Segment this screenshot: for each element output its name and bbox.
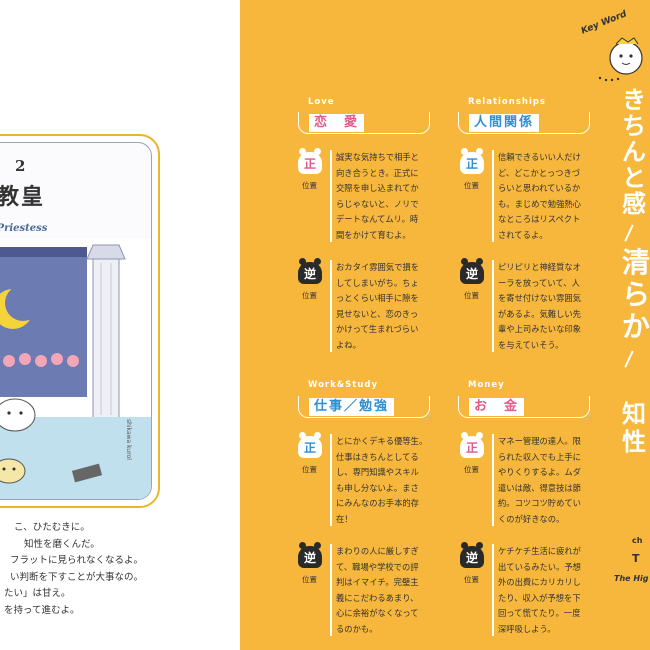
position-label: 位置 xyxy=(464,181,479,190)
slash-divider xyxy=(624,350,634,368)
divider-line xyxy=(492,150,494,242)
upright-mark: 正 xyxy=(298,432,322,458)
key-phrase-char: ち xyxy=(622,112,646,140)
divider-line xyxy=(492,434,494,526)
section-eng-label: Love xyxy=(308,97,335,107)
section-header-work-study: 仕事／勉強 xyxy=(298,396,430,418)
section-eng-label: Work&Study xyxy=(308,380,379,390)
upright-description: 誠実な気持ちで相手と向き合うとき。正式に 交際を申し込まれてからじゃないと、ノリ… xyxy=(336,152,419,240)
position-label: 位置 xyxy=(302,291,317,300)
upright-description: 信頼できるいい人だけど、どこかとっつきづ らいと思われているかも。まじめで勉強熱… xyxy=(498,152,581,240)
position-label: 位置 xyxy=(302,465,317,474)
section-eng-label: Money xyxy=(468,380,505,390)
body-line: フラットに見られなくなるよ。 xyxy=(10,555,144,566)
reversed-mark: 逆 xyxy=(460,258,484,284)
body-line: こ、ひたむきに。 xyxy=(14,522,90,533)
section-header-money: お 金 xyxy=(458,396,590,418)
card-number: 2 xyxy=(15,157,26,175)
section-title: 仕事／勉強 xyxy=(309,397,395,416)
position-label: 位置 xyxy=(464,465,479,474)
divider-line xyxy=(330,150,332,242)
reversed-description: おカタイ雰囲気で損をしてしまいがち。ちょ っとくらい相手に隙を見せないと、恋のき… xyxy=(336,262,419,350)
key-phrase-char: と xyxy=(622,164,646,192)
upright-mark: 正 xyxy=(460,148,484,174)
body-line: い判断を下すことが大事なの。 xyxy=(10,571,144,583)
position-label: 位置 xyxy=(464,575,479,584)
divider-line xyxy=(330,260,332,352)
upright-mark: 正 xyxy=(460,432,484,458)
key-phrase-char: ら xyxy=(622,278,650,311)
key-phrase-char: き xyxy=(622,86,646,114)
divider-line xyxy=(330,434,332,526)
reversed-mark: 逆 xyxy=(298,542,322,568)
body-line: たい」は甘え。 xyxy=(4,588,71,599)
right-page: Key Word き ち ん と 感 清 ら か 知 性 ch T The Hi… xyxy=(240,0,650,650)
body-text: こ、ひたむきに。 知性を磨くんだ。 フラットに見られなくなるよ。 い判断を下すこ… xyxy=(0,520,240,619)
reversed-description: ケチケチ生活に疲れが出ているみたい。予想 外の出費にカリカリしたり、収入が予想を… xyxy=(498,546,581,634)
divider-line xyxy=(330,544,332,636)
body-line: 知性を磨くんだ。 xyxy=(24,538,100,550)
keyword-badge-mascot xyxy=(598,37,643,82)
bottom-caption: ch xyxy=(632,536,643,545)
reversed-description: ピリピリと神経質なオーラを放っていて、人 を寄せ付けない雰囲気があるよ。気難しい… xyxy=(498,262,581,350)
body-line: を持って進むよ。 xyxy=(4,604,80,616)
card-illustration xyxy=(0,239,151,499)
section-title: 恋 愛 xyxy=(309,113,365,132)
reversed-mark: 逆 xyxy=(298,258,322,284)
section-header-love: 恋 愛 xyxy=(298,112,430,134)
reversed-mark: 逆 xyxy=(460,542,484,568)
reversed-description: まわりの人に厳しすぎて、職場や学校での評 判はイマイチ。完璧主義にこだわるあまり… xyxy=(336,546,419,634)
bottom-caption: The Hig xyxy=(614,574,649,583)
card-side-text: shikawa kurol xyxy=(125,419,132,460)
card-title: 教皇 xyxy=(0,184,46,210)
card-subtitle: igh Priestess xyxy=(0,223,48,234)
divider-line xyxy=(492,544,494,636)
key-phrase-char: 知 xyxy=(622,400,646,428)
bottom-caption: T xyxy=(632,552,640,565)
section-title: 人間関係 xyxy=(469,113,540,132)
key-phrase-char: 清 xyxy=(622,246,650,279)
position-label: 位置 xyxy=(464,291,479,300)
tarot-card-frame: 2 教皇 igh Priestess xyxy=(0,142,152,500)
key-phrase-char: か xyxy=(622,310,650,343)
upright-description: マネー管理の達人。限られた収入でも上手に やりくりするよ。ムダ遣いは敵、得意技は… xyxy=(498,436,581,524)
tarot-card: 2 教皇 igh Priestess xyxy=(0,134,160,508)
divider-line xyxy=(492,260,494,352)
key-phrase-char: 性 xyxy=(622,428,646,456)
section-header-relationships: 人間関係 xyxy=(458,112,590,134)
key-phrase-char: ん xyxy=(622,138,646,166)
upright-mark: 正 xyxy=(298,148,322,174)
left-page: 2 教皇 igh Priestess xyxy=(0,0,240,650)
position-label: 位置 xyxy=(302,181,317,190)
key-phrase-char: 感 xyxy=(622,190,646,218)
section-title: お 金 xyxy=(469,397,525,416)
section-eng-label: Relationships xyxy=(468,97,546,107)
upright-description: とにかくデキる優等生。仕事はきちんとしてる し、専門知識やスキルも申し分ないよ。… xyxy=(336,436,428,524)
position-label: 位置 xyxy=(302,575,317,584)
